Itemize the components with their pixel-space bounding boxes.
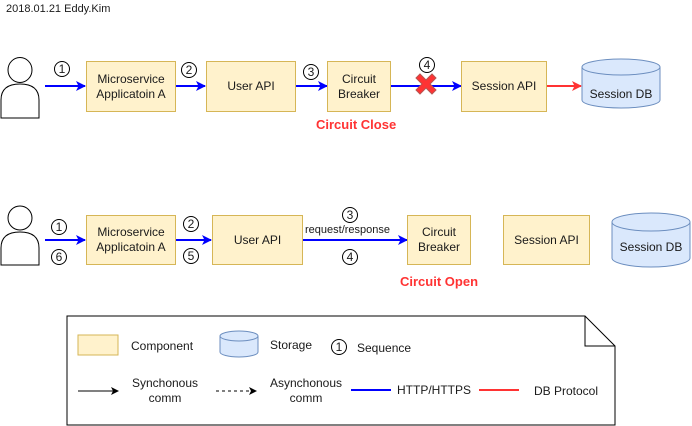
actor-user-close [0,57,40,119]
legend-sequence-number: 1 [335,340,343,354]
storage-session-db-close [581,58,661,109]
sequence-number: 4 [346,250,354,264]
sequence-circle-4-open [342,249,358,265]
actor-user-open [0,205,40,266]
component-microservice-open: Microservice Applicatoin A [86,215,176,265]
component-user-api-open: User API [212,215,303,265]
sequence-number: 4 [423,58,431,72]
status-label-circuit-close: Circuit Close [316,117,397,132]
sequence-circle-4-close [419,57,435,73]
user-icon [0,57,40,119]
sequence-circle-6-open [51,249,67,265]
legend-component-swatch [77,334,119,356]
legend-sequence-label: Sequence [357,341,412,355]
legend-db-label: DB Protocol [534,384,599,398]
sequence-number: 1 [55,220,63,234]
sequence-number: 2 [185,63,193,77]
legend-note-shape [66,315,616,426]
legend-storage-label: Storage [270,338,313,352]
sequence-circle-2-open [183,216,199,232]
edge-label-request-response: request/response [305,224,390,236]
legend-async-label: Asynchonous comm [269,376,343,405]
storage-session-db-open [611,212,691,268]
sequence-circle-3-close [303,64,319,80]
legend-storage-swatch [219,330,259,358]
sequence-number: 2 [187,217,195,231]
component-session-api-open: Session API [503,215,590,265]
component-microservice-close: Microservice Applicatoin A [86,61,176,112]
x-icon [415,73,437,95]
component-circuit-breaker-close: Circuit Breaker [327,61,391,112]
legend-component-label: Component [131,339,194,353]
storage-label-session-db-open: Session DB [619,240,683,254]
sequence-number: 1 [58,62,66,76]
sequence-circle-2-close [181,62,197,78]
sequence-number: 5 [187,249,195,263]
user-icon [0,205,40,266]
component-session-api-close: Session API [461,61,547,112]
sequence-circle-1-close [54,61,70,77]
legend-sync-label: Synchonous comm [131,376,199,405]
legend-sequence-circle [331,339,347,355]
sequence-number: 6 [55,250,63,264]
sequence-number: 3 [346,208,354,222]
sequence-number: 3 [307,65,315,79]
sequence-circle-3-open [342,207,358,223]
component-user-api-close: User API [206,61,296,112]
sequence-circle-1-open [51,219,67,235]
author-date: 2018.01.21 Eddy.Kim [6,3,111,15]
component-circuit-breaker-open: Circuit Breaker [407,215,471,265]
status-label-circuit-open: Circuit Open [400,274,479,289]
sequence-circle-5-open [183,248,199,264]
legend-http-label: HTTP/HTTPS [397,383,471,397]
storage-label-session-db-close: Session DB [589,87,653,101]
